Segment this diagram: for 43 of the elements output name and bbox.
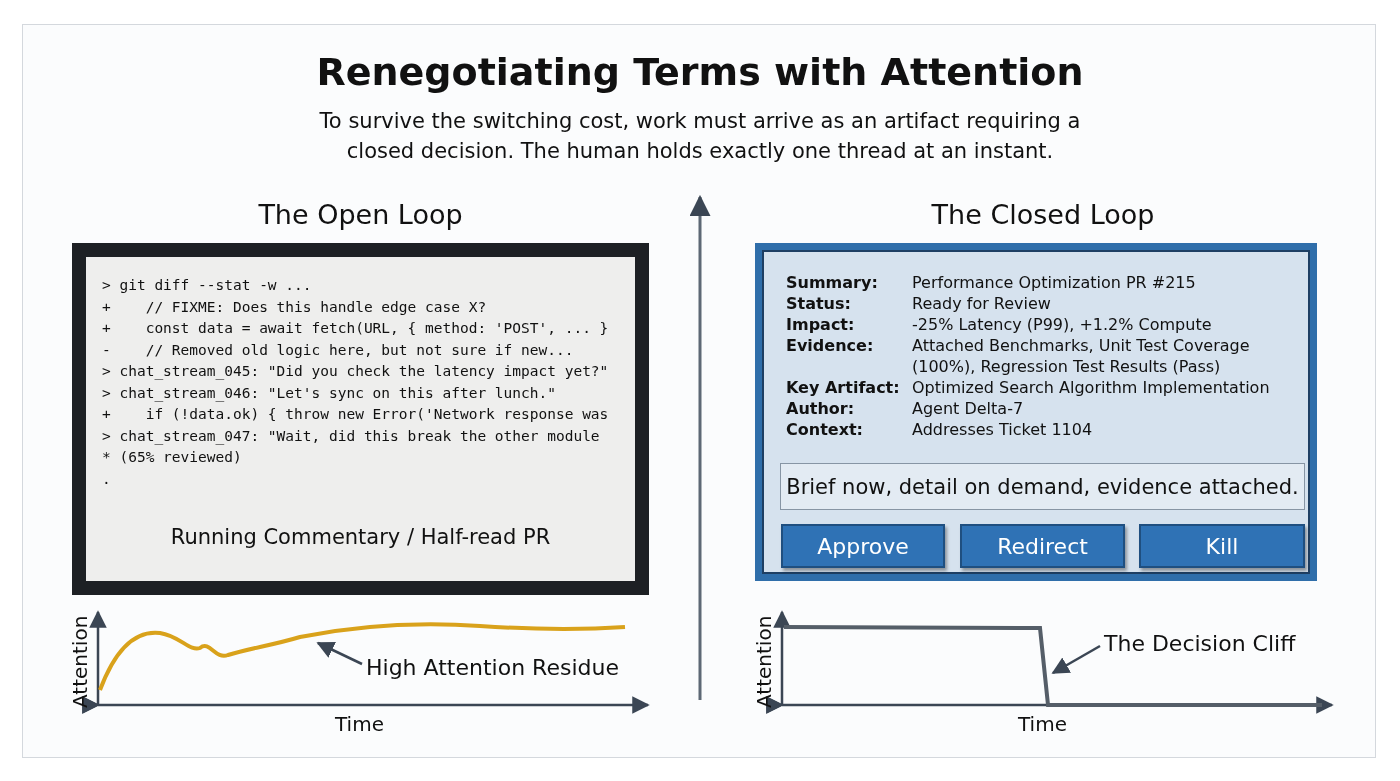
axis-label: Time	[335, 712, 384, 736]
code-line: > chat_stream_047: "Wait, did this break the other module	[102, 427, 600, 444]
field-value: Ready for Review	[912, 293, 1052, 314]
code-line: > chat_stream_046: "Let's sync on this after lunch."	[102, 384, 556, 401]
field-label: Impact:	[786, 314, 855, 335]
attention-curve	[784, 625, 1322, 707]
panel-heading: The Open Loop	[257, 199, 464, 230]
field-value: Attached Benchmarks, Unit Test Coverage (100%), Regression Test Results (Pass)	[912, 335, 1251, 377]
leader-arrow	[316, 641, 363, 666]
attention-curve	[98, 622, 626, 691]
field-value: Agent Delta-7	[912, 398, 1025, 419]
axis-label: Attention	[68, 615, 92, 708]
leader-arrow	[1051, 644, 1101, 675]
code-line: * (65% reviewed)	[102, 449, 242, 465]
action-button: Approve	[781, 524, 945, 568]
action-button: Redirect	[960, 524, 1125, 568]
code-line: > chat_stream_045: "Did you check the latency impact yet?"	[102, 363, 609, 379]
code-line: > git diff --stat -w ...	[102, 277, 312, 293]
code-line: + const data = await fetch(URL, { method: 'POST', ... }	[102, 320, 609, 336]
code-line: .	[102, 470, 111, 487]
field-value: -25% Latency (P99), +1.2% Compute	[912, 314, 1213, 335]
field-label: Status:	[786, 293, 851, 314]
field-label: Author:	[786, 398, 855, 419]
panel-caption: Running Commentary / Half-read PR	[169, 525, 552, 549]
subtitle: To survive the switching cost, work must arrive as an artifact requiring a closed decision. The human holds exactly one thread at an instant.	[318, 108, 1082, 165]
annotation: High Attention Residue	[366, 655, 619, 680]
code-line: + if (!data.ok) { throw new Error('Network response was	[102, 406, 609, 422]
field-value: Optimized Search Algorithm Implementation	[912, 377, 1271, 398]
field-label: Summary:	[786, 272, 878, 293]
panel-heading: The Closed Loop	[930, 199, 1156, 230]
summary-banner: Brief now, detail on demand, evidence attached.	[780, 463, 1305, 510]
code-line: - // Removed old logic here, but not sure if new...	[102, 341, 574, 358]
axis-label: Attention	[752, 615, 776, 708]
field-value: Performance Optimization PR #215	[912, 272, 1197, 293]
axis-label: Time	[1018, 712, 1067, 736]
field-label: Evidence:	[786, 335, 874, 356]
title: Renegotiating Terms with Attention	[315, 50, 1085, 94]
action-button: Kill	[1139, 524, 1305, 568]
field-label: Key Artifact:	[786, 377, 900, 398]
field-label: Context:	[786, 419, 863, 440]
annotation: The Decision Cliff	[1104, 631, 1296, 656]
code-line: + // FIXME: Does this handle edge case X?	[102, 298, 487, 315]
field-value: Addresses Ticket 1104	[912, 419, 1094, 440]
